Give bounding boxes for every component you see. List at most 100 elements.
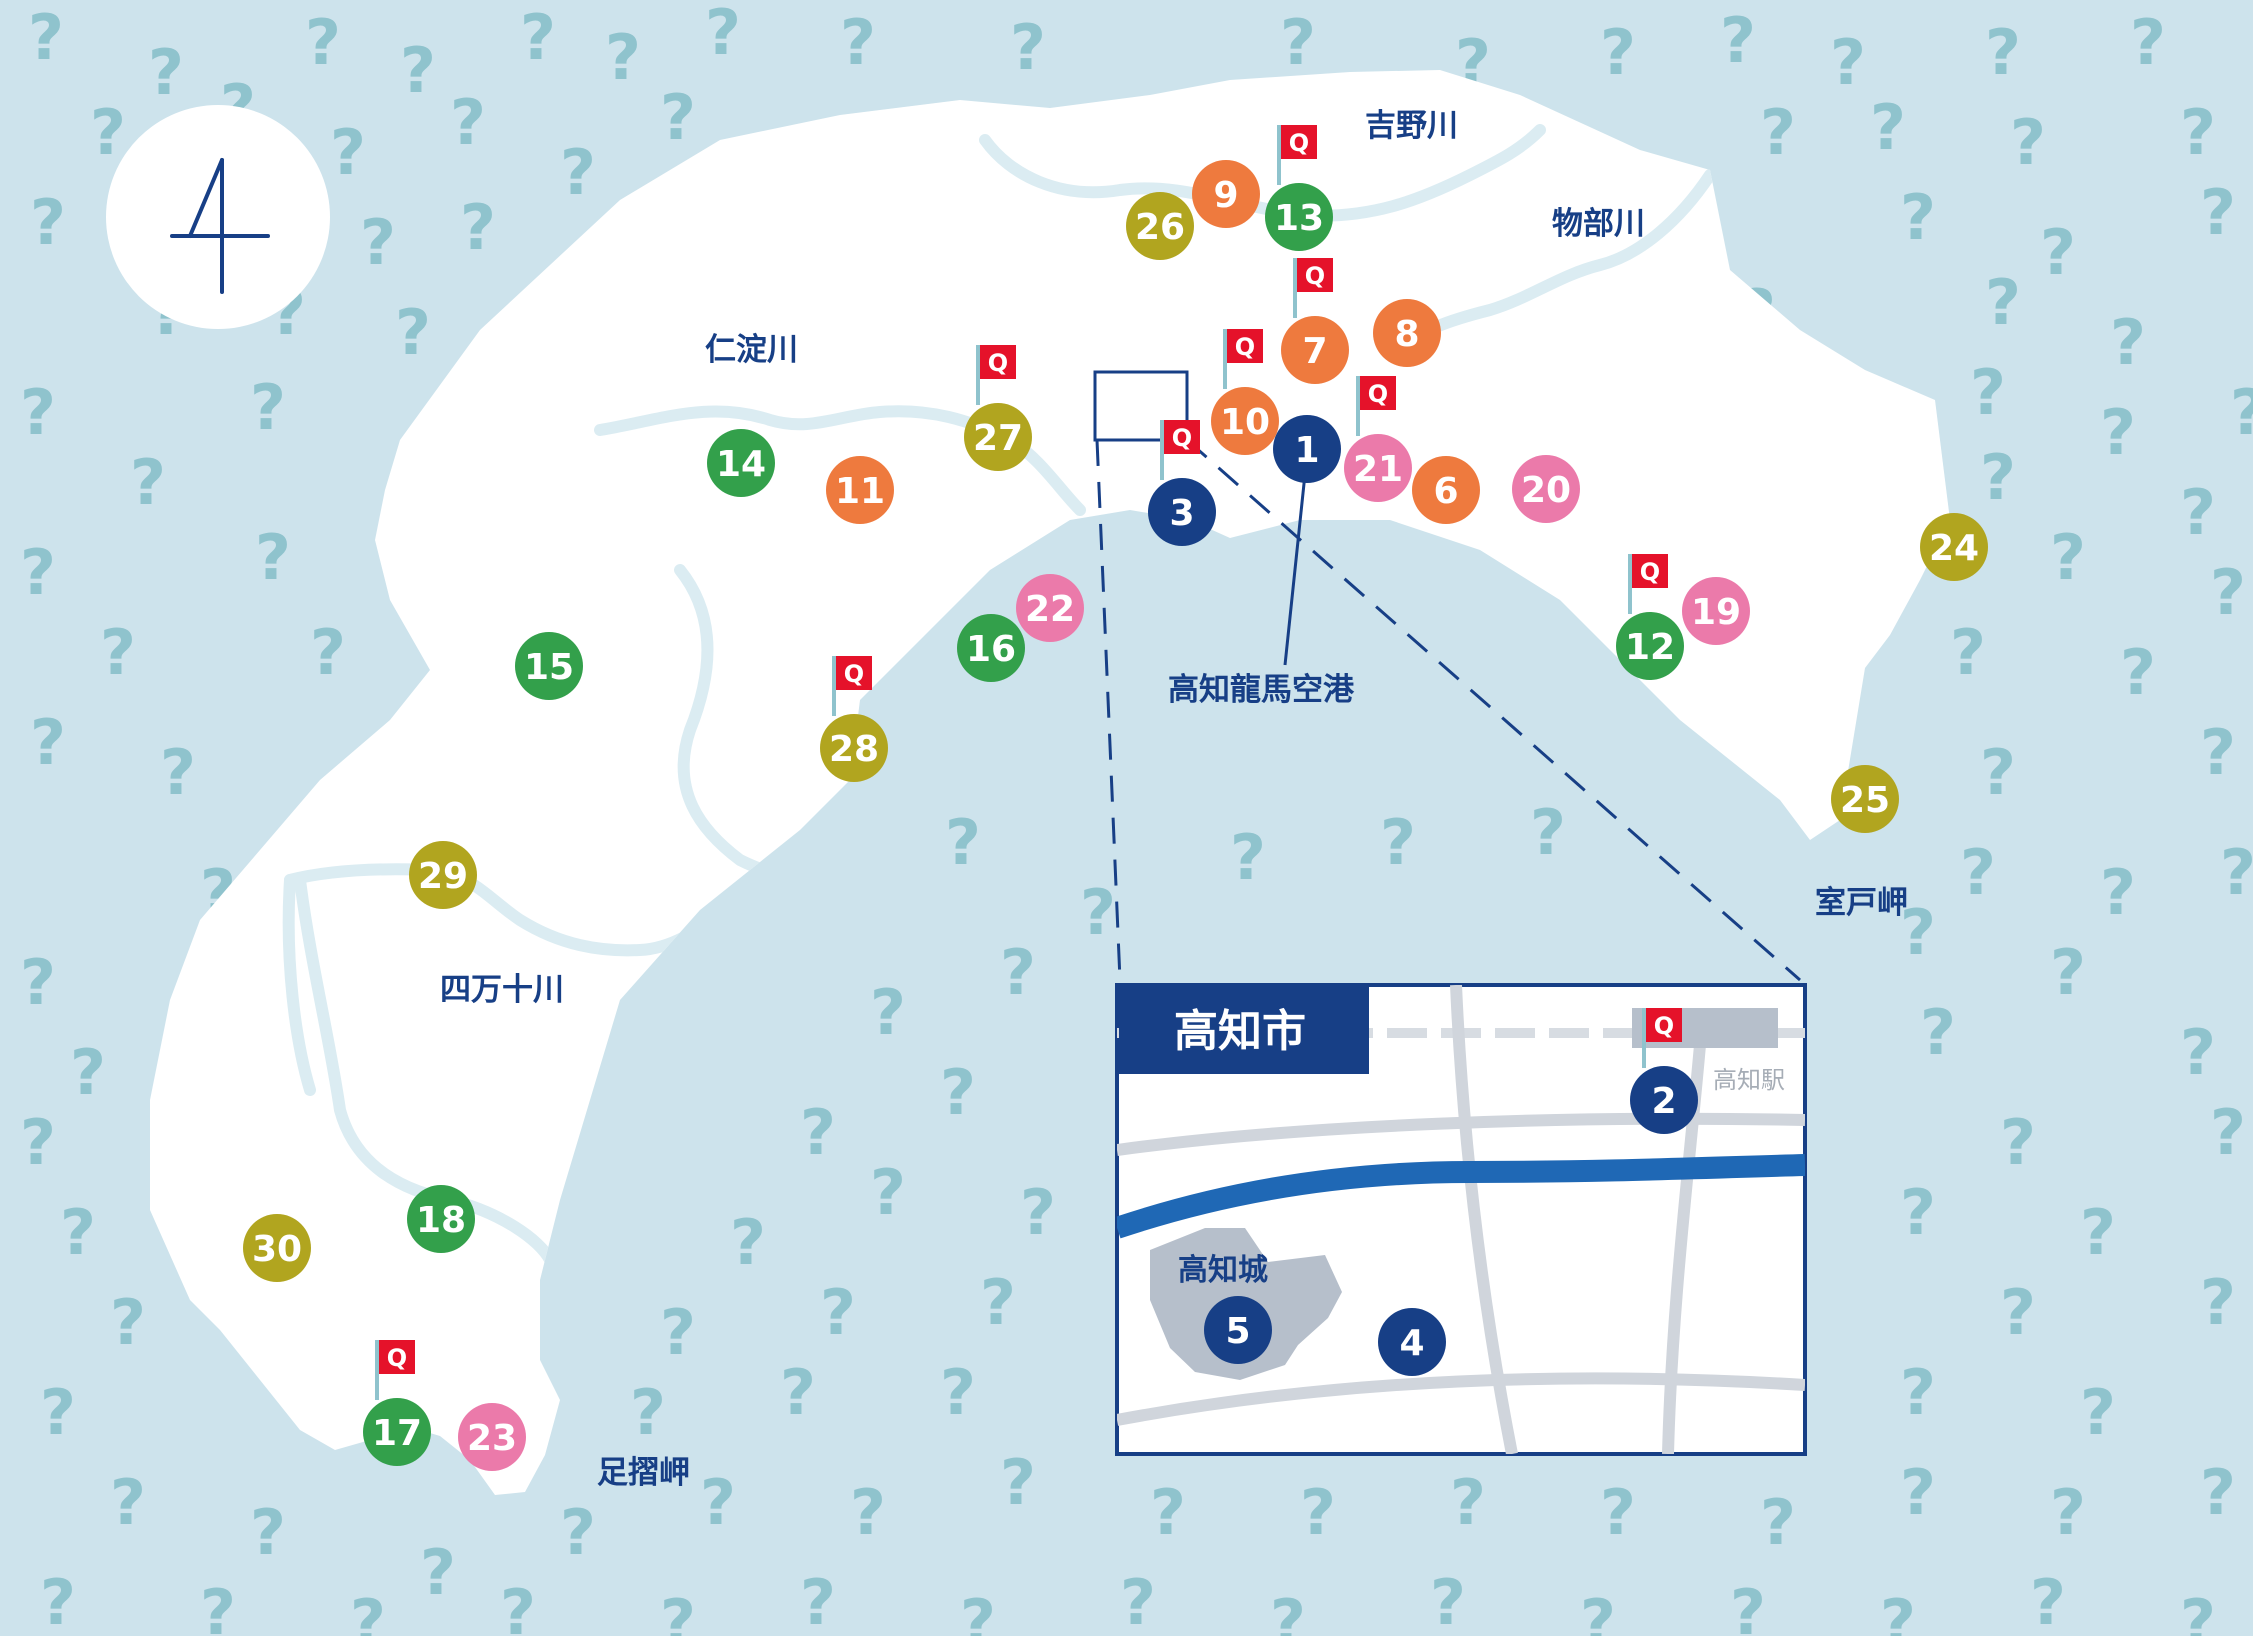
question-mark: ? xyxy=(160,736,196,809)
question-mark: ? xyxy=(1270,1586,1306,1636)
q-flag-icon xyxy=(1632,554,1668,588)
marker-number: 19 xyxy=(1691,592,1741,633)
spot-marker-27[interactable]: Q 27 xyxy=(964,345,1032,471)
question-mark: ? xyxy=(2200,716,2236,789)
inset-road-1 xyxy=(1117,1112,1805,1156)
spot-marker-29[interactable]: 29 xyxy=(409,841,477,909)
spot-marker-28[interactable]: Q28 xyxy=(820,656,888,782)
question-mark: ? xyxy=(40,1376,76,1449)
q-flag-text: Q xyxy=(988,349,1008,377)
inset-road-3 xyxy=(1450,985,1518,1454)
spot-marker-11[interactable]: 11 xyxy=(826,456,894,524)
marker-circle xyxy=(1682,577,1750,645)
question-mark: ? xyxy=(1760,96,1796,169)
marker-circle xyxy=(1265,183,1333,251)
marker-number: 29 xyxy=(418,856,468,897)
marker-number: 30 xyxy=(252,1229,302,1270)
question-mark: ? xyxy=(310,616,346,689)
spot-marker-17[interactable]: Q17 xyxy=(363,1340,431,1466)
spot-marker-19[interactable]: 19 xyxy=(1682,577,1750,645)
spot-marker-14[interactable]: 14 xyxy=(707,429,775,497)
spot-marker-3[interactable]: Q3 xyxy=(1148,420,1216,546)
marker-number: 5 xyxy=(1225,1311,1250,1352)
question-mark: ? xyxy=(660,1586,696,1636)
spot-marker-9[interactable]: 9 xyxy=(1192,160,1260,228)
spot-marker-18[interactable]: 18 xyxy=(407,1185,475,1253)
question-mark: ? xyxy=(1530,796,1566,869)
spot-marker-22[interactable]: 22 xyxy=(1016,574,1084,642)
question-mark: ? xyxy=(700,1466,736,1539)
spot-marker-21[interactable]: Q21 xyxy=(1344,376,1412,502)
question-mark: ? xyxy=(630,1376,666,1449)
spot-marker-26[interactable]: 26 xyxy=(1126,192,1194,260)
question-mark: ? xyxy=(1950,616,1986,689)
spot-marker-13[interactable]: Q13 xyxy=(1265,125,1333,251)
marker-number: 28 xyxy=(829,729,879,770)
question-mark: ? xyxy=(1870,91,1906,164)
marker-circle xyxy=(957,614,1025,682)
question-mark: ? xyxy=(2230,376,2253,449)
marker-number: 27 xyxy=(973,418,1023,459)
spot-marker-30[interactable]: 30 xyxy=(243,1214,311,1282)
spot-marker-24[interactable]: 24 xyxy=(1920,513,1988,581)
question-mark: ? xyxy=(40,1566,76,1636)
question-mark: ? xyxy=(1020,1176,1056,1249)
shimanto-upper xyxy=(282,874,316,1096)
question-mark: ? xyxy=(130,446,166,519)
spot-marker-1[interactable]: 1 xyxy=(1273,415,1341,483)
marker-number: 4 xyxy=(1399,1323,1424,1364)
inset-marker-2[interactable]: Q2 xyxy=(1630,1008,1698,1134)
question-mark: ? xyxy=(70,1036,106,1109)
inset-title: 高知市 xyxy=(1174,1006,1306,1057)
inset-marker-4[interactable]: 4 xyxy=(1378,1308,1446,1376)
airport-leader-line xyxy=(1283,454,1309,666)
marker-number: 8 xyxy=(1394,314,1419,355)
question-mark: ? xyxy=(1450,1466,1486,1539)
spot-marker-16[interactable]: 16 xyxy=(957,614,1025,682)
question-mark: ? xyxy=(820,1276,856,1349)
question-mark: ? xyxy=(2080,1376,2116,1449)
spot-marker-25[interactable]: 25 xyxy=(1831,765,1899,833)
question-mark: ? xyxy=(20,376,56,449)
inset-marker-5[interactable]: 5 xyxy=(1204,1296,1272,1364)
marker-number: 22 xyxy=(1025,589,1075,630)
question-mark: ? xyxy=(1430,1566,1466,1636)
marker-number: 1 xyxy=(1294,430,1319,471)
spot-marker-7[interactable]: Q7 xyxy=(1281,258,1349,384)
marker-number: 15 xyxy=(524,647,574,688)
compass-disc xyxy=(106,105,330,329)
question-mark: ? xyxy=(840,6,876,79)
spot-marker-20[interactable]: 20 xyxy=(1512,455,1580,523)
question-mark: ? xyxy=(940,1056,976,1129)
question-mark: ? xyxy=(2050,521,2086,594)
spot-marker-23[interactable]: 23 xyxy=(458,1403,526,1471)
marker-number: 16 xyxy=(966,629,1016,670)
question-mark: ? xyxy=(2130,6,2166,79)
marker-circle xyxy=(1373,299,1441,367)
marker-circle xyxy=(243,1214,311,1282)
q-flag-icon xyxy=(1227,329,1263,363)
question-mark: ? xyxy=(250,371,286,444)
spot-marker-10[interactable]: Q10 xyxy=(1211,329,1279,455)
spot-marker-8[interactable]: 8 xyxy=(1373,299,1441,367)
inset-station-label: 高知駅 xyxy=(1713,1066,1785,1094)
marker-circle xyxy=(458,1403,526,1471)
question-mark: ? xyxy=(2100,856,2136,929)
question-mark: ? xyxy=(1600,1476,1636,1549)
question-mark: ? xyxy=(2210,1096,2246,1169)
spot-marker-15[interactable]: 15 xyxy=(515,632,583,700)
spot-marker-6[interactable]: 6 xyxy=(1412,456,1480,524)
marker-circle xyxy=(1211,387,1279,455)
question-mark: ? xyxy=(400,34,436,107)
question-mark: ? xyxy=(1000,1446,1036,1519)
marker-circle xyxy=(1630,1066,1698,1134)
marker-number: 12 xyxy=(1625,627,1675,668)
spot-marker-12[interactable]: Q12 xyxy=(1616,554,1684,680)
question-mark: ? xyxy=(1900,1176,1936,1249)
marker-circle xyxy=(1831,765,1899,833)
marker-circle xyxy=(1016,574,1084,642)
question-mark: ? xyxy=(2180,1586,2216,1636)
q-flag-text: Q xyxy=(387,1344,407,1372)
